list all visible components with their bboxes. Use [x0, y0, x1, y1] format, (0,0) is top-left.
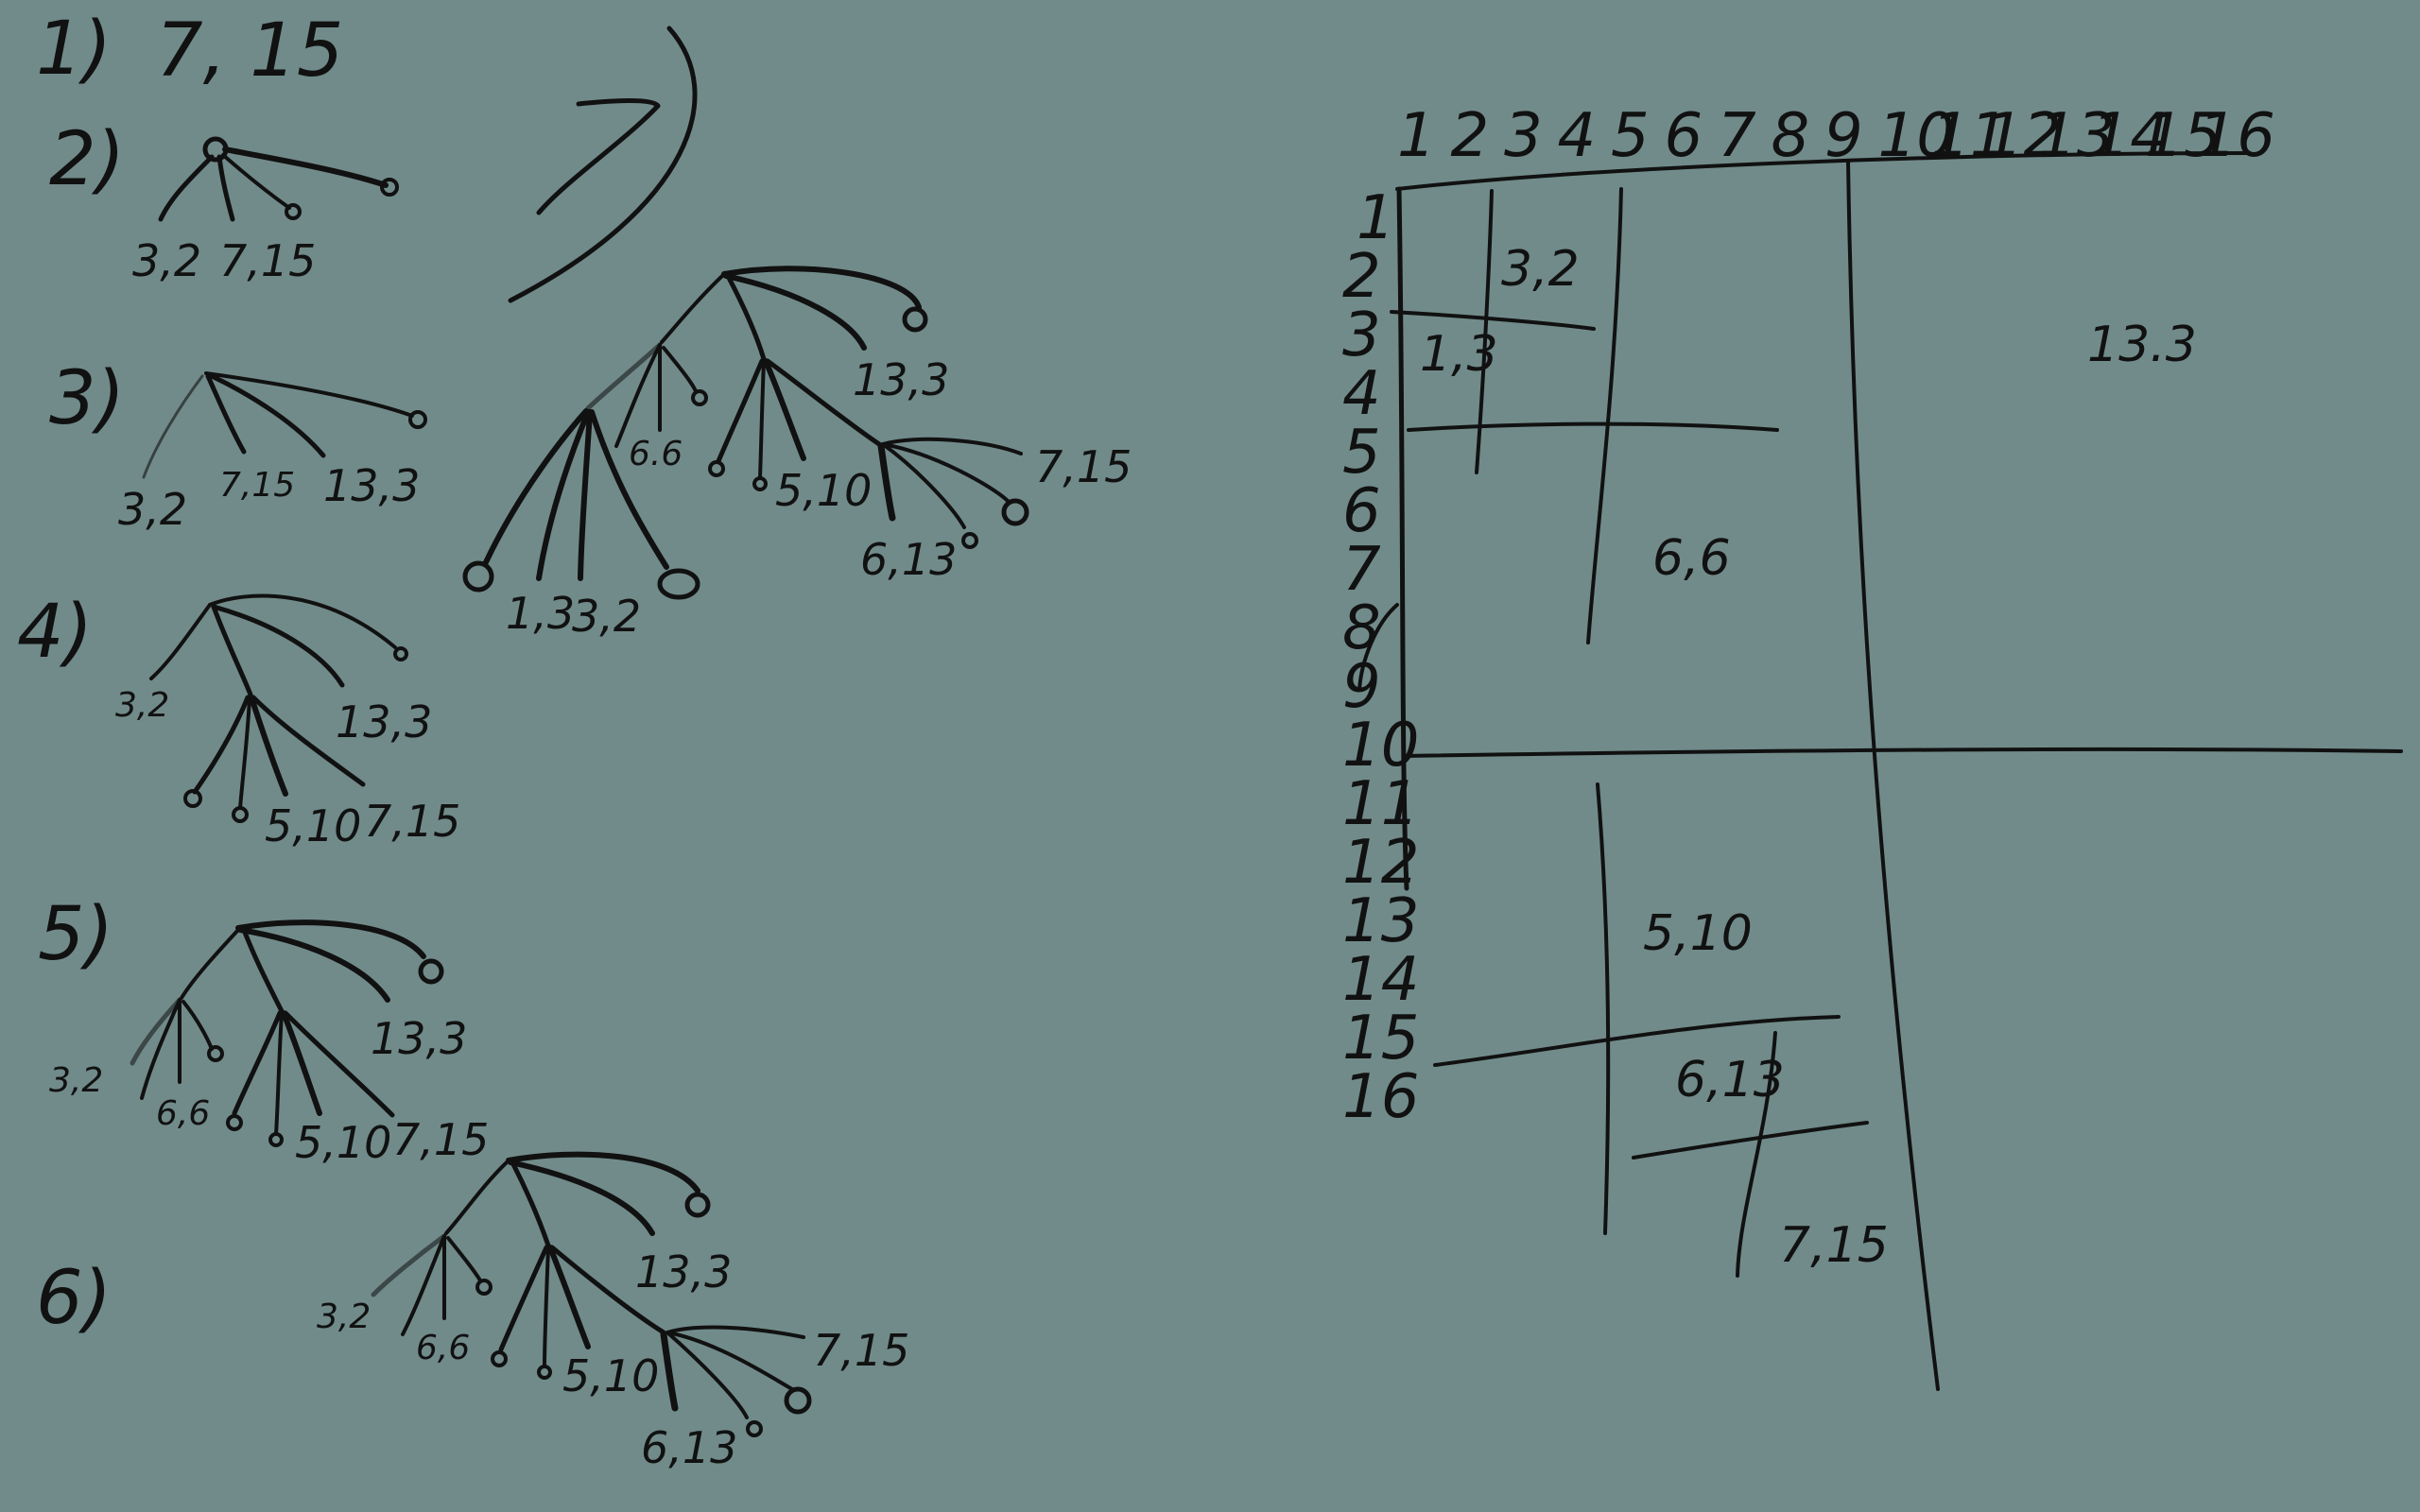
x-axis-tick: 11: [1931, 101, 2008, 171]
step-7-label-3: 5,10: [775, 465, 872, 516]
step-2: 2) 3,2 7,15: [49, 117, 399, 286]
step-7-label-6: 1,3: [506, 588, 575, 639]
x-axis-tick: 6: [1665, 101, 1703, 171]
grid-point-7-15: 7,15: [1779, 1217, 1889, 1274]
step-5: 5) 3,2 6,6 13,3 5,10 7,15: [38, 892, 489, 1168]
step-6-label-4: 5,10: [562, 1350, 659, 1401]
y-axis-tick: 5: [1342, 418, 1381, 488]
step-3-label-1: 3,2: [118, 484, 187, 535]
x-axis-tick: 12: [1985, 101, 2062, 171]
step-4-tree: [149, 593, 408, 823]
step-5-label-1: 3,2: [49, 1061, 103, 1100]
step-6: 6) 3,2 6,6 13,3 5,10: [36, 1151, 909, 1473]
step-4-label-1: 3,2: [115, 686, 169, 725]
y-axis-tick: 7: [1342, 535, 1381, 605]
grid-point-5-10: 5,10: [1643, 905, 1753, 962]
step-5-number: 5): [38, 892, 113, 977]
step-7: 7): [462, 26, 1132, 642]
y-axis-tick: 9: [1342, 652, 1381, 722]
grid-point-6-6: 6,6: [1652, 530, 1731, 587]
grid-point-1-3: 1,3: [1420, 326, 1498, 383]
step-1: 1) 7, 15: [36, 7, 343, 94]
x-axis-tick: 13: [2038, 101, 2115, 171]
step-4-label-4: 7,15: [364, 796, 460, 847]
step-6-label-1: 3,2: [317, 1297, 371, 1336]
step-3-tree: [142, 371, 427, 479]
y-axis-tick: 1: [1357, 183, 1395, 253]
step-7-label-1: 13,3: [853, 354, 949, 405]
step-6-number: 6): [36, 1256, 112, 1341]
step-6-label-5: 7,15: [813, 1325, 909, 1376]
x-axis-tick: 2: [1451, 101, 1490, 171]
grid-point-labels: 3,2 1,3 13.3 6,6 5,10 6,13 7,15: [1420, 241, 2197, 1274]
x-axis-tick: 1: [1397, 101, 1436, 171]
step-2-label-2: 7,15: [219, 235, 316, 286]
step-3-label-3: 13,3: [323, 460, 420, 511]
x-axis-tick: 3: [1504, 101, 1543, 171]
step-4-label-2: 13,3: [336, 696, 432, 747]
x-axis-tick: 5: [1611, 101, 1650, 171]
grid-point-13-3: 13.3: [2087, 317, 2197, 373]
step-7-label-4: 7,15: [1035, 441, 1132, 492]
step-7-tree: [462, 266, 1029, 600]
step-6-label-3: 13,3: [635, 1246, 732, 1297]
x-axis-tick: 14: [2092, 101, 2169, 171]
step-4-number: 4): [17, 590, 93, 675]
step-5-label-5: 7,15: [392, 1114, 489, 1165]
step-3: 3) 3,2 7,15 13,3: [49, 356, 427, 535]
y-axis-tick: 14: [1342, 945, 1419, 1015]
step-2-number: 2): [49, 117, 125, 202]
step-3-label-2: 7,15: [219, 466, 295, 505]
y-axis-tick: 4: [1342, 359, 1381, 429]
step-6-label-6: 6,13: [641, 1422, 737, 1473]
y-axis-tick: 3: [1342, 301, 1381, 370]
step-5-label-3: 13,3: [371, 1013, 467, 1064]
grid-partition-lines: [1357, 151, 2403, 1391]
y-axis-tick: 16: [1342, 1062, 1419, 1132]
y-axis-tick: 6: [1342, 476, 1381, 546]
x-axis-tick: 7: [1718, 101, 1756, 171]
y-axis-tick: 8: [1342, 593, 1381, 663]
y-axis-tick: 15: [1342, 1004, 1419, 1074]
x-axis-tick: 4: [1558, 101, 1597, 171]
y-axis-tick: 10: [1342, 711, 1419, 781]
step-2-tree: [158, 136, 399, 222]
step-5-tree: [130, 919, 444, 1147]
step-7-number: 7): [508, 26, 698, 303]
x-axis-tick: 15: [2145, 101, 2221, 171]
y-axis-tick: 13: [1342, 886, 1419, 956]
step-6-label-2: 6,6: [416, 1329, 470, 1367]
step-5-label-4: 5,10: [295, 1117, 391, 1168]
step-7-label-5: 6,13: [860, 534, 957, 585]
step-7-label-7: 3,2: [572, 591, 641, 642]
y-axis-tick: 2: [1342, 242, 1381, 312]
grid-point-3-2: 3,2: [1501, 241, 1580, 298]
step-3-number: 3): [49, 356, 125, 441]
step-2-label-1: 3,2: [132, 235, 201, 286]
step-4-label-3: 5,10: [265, 800, 361, 851]
x-axis-tick: 16: [2199, 101, 2275, 171]
step-1-pair: 7, 15: [156, 9, 343, 94]
step-6-tree: [371, 1151, 812, 1437]
step-7-label-2: 6.6: [629, 435, 683, 473]
grid-point-6-13: 6,13: [1675, 1052, 1785, 1108]
x-axis-tick: 8: [1772, 101, 1810, 171]
step-4: 4) 3,2 13,3 5,10 7,15: [17, 590, 460, 851]
step-5-label-2: 6,6: [156, 1094, 210, 1133]
step-1-number: 1): [36, 7, 112, 92]
